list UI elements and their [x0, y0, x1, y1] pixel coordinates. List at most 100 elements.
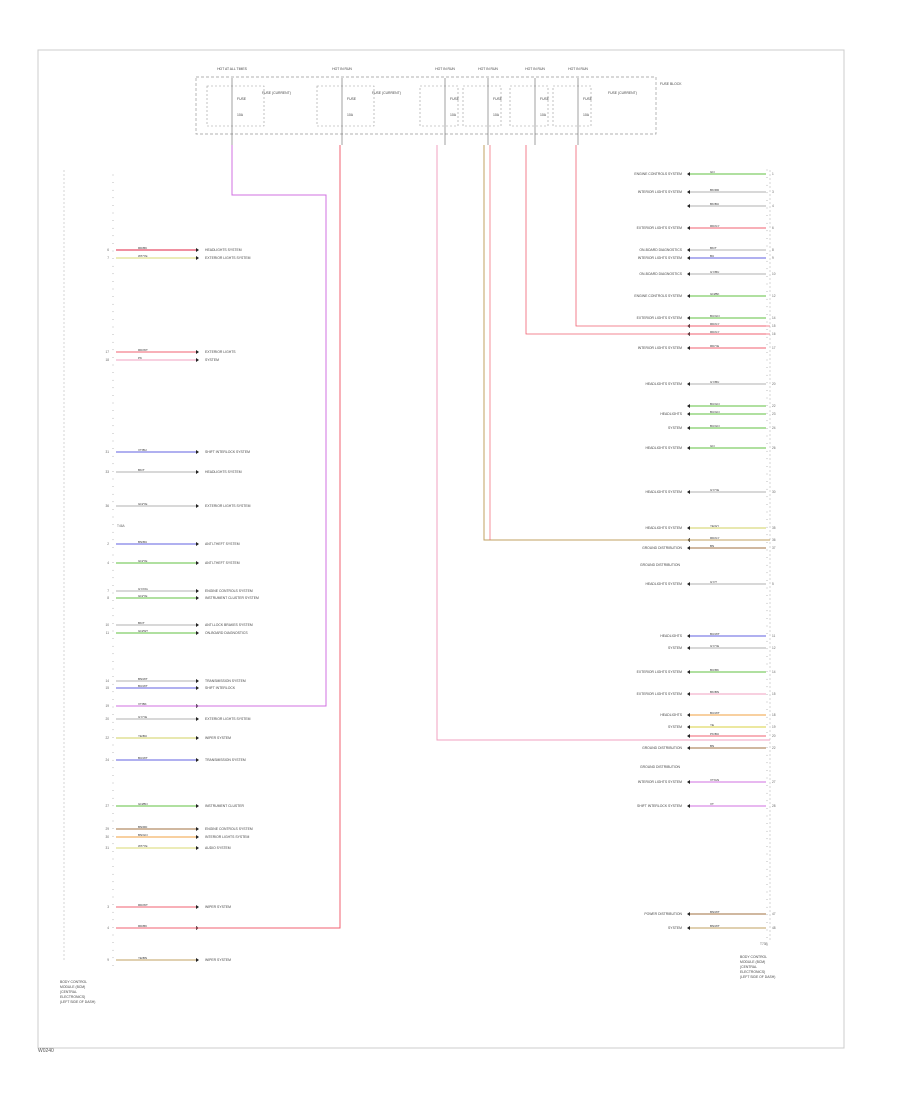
wire-color-code: BK/RD [710, 188, 720, 192]
pin-number: 14 [772, 316, 776, 320]
wire-color-code: BN/BU [138, 540, 147, 544]
connector-arrow-icon [196, 758, 199, 762]
system-label: HEADLIGHTS [660, 412, 682, 416]
pin-number: 6 [772, 226, 774, 230]
pin-number: 12 [772, 294, 776, 298]
system-label: SYSTEM [668, 725, 682, 729]
feed-wire [483, 145, 770, 541]
connector-arrow-icon [196, 736, 199, 740]
pin-number: 10 [105, 623, 109, 627]
fuse-caption: HOT IN RUN [435, 67, 455, 71]
wire-color-code: BN [710, 544, 714, 548]
connector-arrow-icon [687, 272, 690, 276]
wire-color-code: GN/BK [710, 292, 719, 296]
connector-arrow-icon [687, 526, 690, 530]
wire-color-code: BN/RD [138, 825, 148, 829]
wire-color-code: BU/GN [710, 402, 720, 406]
wire-color-code: BU/WT [138, 684, 148, 688]
pin-number: 9 [107, 958, 109, 962]
connector-arrow-icon [687, 746, 690, 750]
fuse-label: FUSE (CURRENT) [608, 91, 637, 95]
pin-number: 35 [772, 526, 776, 530]
connector-arrow-icon [196, 905, 199, 909]
system-label: TRANSMISSION SYSTEM [205, 679, 246, 683]
system-label: ENGINE CONTROLS SYSTEM [634, 294, 682, 298]
connector-arrow-icon [196, 589, 199, 593]
system-label: INTERIOR LIGHTS SYSTEM [205, 835, 249, 839]
pin-number: 48 [772, 926, 776, 930]
wire-color-code: GN/YE [138, 502, 147, 506]
fuse-amp: 10A [493, 113, 500, 117]
fuse-caption: HOT IN RUN [568, 67, 588, 71]
fuse-box [316, 85, 375, 127]
fuse-box [462, 85, 502, 127]
left-title-line: MODULE (BCM) [60, 985, 85, 989]
wire-color-code: RD/GY [710, 536, 720, 540]
pin-number: 14 [105, 679, 109, 683]
system-label: SYSTEM [205, 358, 219, 362]
fuse-box [419, 85, 459, 127]
pin-number: 6 [107, 248, 109, 252]
connector-arrow-icon [687, 634, 690, 638]
connector-arrow-icon [196, 504, 199, 508]
fuse-caption: HOT IN RUN [525, 67, 545, 71]
system-label: GROUND DISTRIBUTION [642, 546, 682, 550]
wire-color-code: GY/YE [138, 715, 147, 719]
system-label: INTERIOR LIGHTS SYSTEM [638, 190, 682, 194]
fuse-block-outline [195, 76, 657, 135]
wire-color-code: GN [710, 444, 715, 448]
system-label: HEADLIGHTS SYSTEM [645, 582, 682, 586]
wire-color-code: BU/WT [138, 756, 148, 760]
wire-color-code: RD/GY [710, 224, 720, 228]
wire-color-code: GN/BN [138, 802, 148, 806]
system-label: WIPER SYSTEM [205, 958, 231, 962]
system-label: EXTERIOR LIGHTS SYSTEM [637, 670, 683, 674]
connector-arrow-icon [687, 226, 690, 230]
pin-number: 14 [772, 670, 776, 674]
pin-number: 29 [105, 827, 109, 831]
connector-arrow-icon [196, 631, 199, 635]
pin-number: 15 [772, 324, 776, 328]
connector-arrow-icon [687, 926, 690, 930]
system-label: ENGINE CONTROLS SYSTEM [205, 589, 253, 593]
wire-color-code: VT [710, 802, 714, 806]
system-label: ANTI-LOCK BRAKES SYSTEM [205, 623, 253, 627]
system-label: ANTI-THEFT SYSTEM [205, 561, 240, 565]
wire-color-code: YE/BU [138, 734, 147, 738]
pin-number: 20 [772, 382, 776, 386]
wire-color-code: BK/BN [710, 690, 719, 694]
wire-color-code: GN [710, 170, 715, 174]
pin-number: 17 [772, 346, 776, 350]
pin-number: 4 [772, 204, 774, 208]
system-label: INTERIOR LIGHTS SYSTEM [638, 256, 682, 260]
feed-wire [116, 145, 341, 929]
left-title-line: ELECTRONICS) [60, 995, 85, 999]
wire-color-code: RD/YE [710, 344, 719, 348]
pin-number: 22 [772, 746, 776, 750]
pin-number: 24 [772, 426, 776, 430]
system-label: EXTERIOR LIGHTS SYSTEM [637, 316, 683, 320]
